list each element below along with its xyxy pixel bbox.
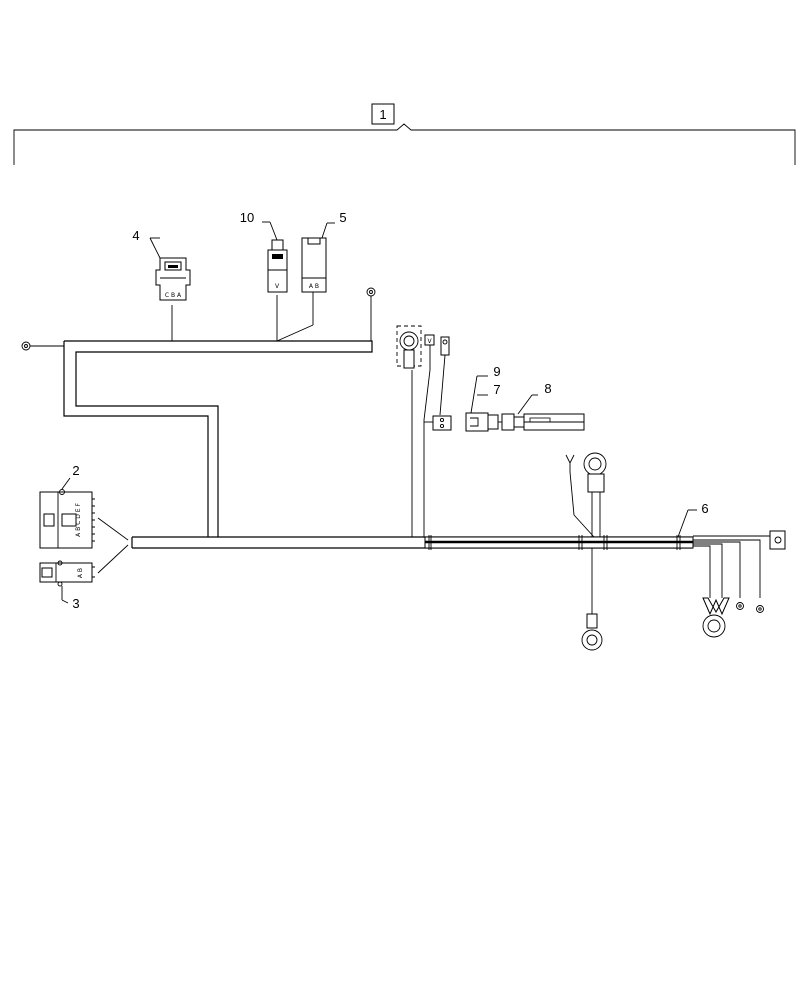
callout-7: 7 <box>493 382 500 397</box>
callout-8: 8 <box>544 381 551 396</box>
connector-7-9: 9 7 <box>465 364 502 432</box>
connector-5: A B 5 <box>301 210 347 293</box>
pin-label-connector-3: A B <box>77 568 84 578</box>
pin-label-connector-10: V <box>275 283 280 290</box>
upper-branch-harness <box>21 287 376 537</box>
upper-ring-branch <box>565 452 607 538</box>
pin-label-connector-4: C B A <box>165 292 182 299</box>
callout-6-group: 6 <box>677 501 709 538</box>
connector-2: A B C D E F 2 <box>39 463 129 549</box>
pin-label-connector-5: A B <box>309 283 319 290</box>
right-breakout <box>693 530 786 638</box>
callout-3: 3 <box>72 596 79 611</box>
connector-3: A B 3 <box>39 544 129 611</box>
callout-4: 4 <box>132 228 139 243</box>
connector-4: C B A 4 <box>132 228 191 301</box>
connector-10: V 10 <box>240 210 288 293</box>
lower-ring-terminal <box>581 548 603 651</box>
pin-label-connector-2: A B C D E F <box>75 503 82 537</box>
callout-2: 2 <box>72 463 79 478</box>
ring-terminal-branch: V <box>396 325 452 537</box>
connector-8: 8 <box>501 381 585 431</box>
callout-9: 9 <box>493 364 500 379</box>
callout-10: 10 <box>240 210 254 225</box>
svg-text:V: V <box>427 338 432 345</box>
connector-2-pins <box>92 498 95 542</box>
assembly-bracket: 1 <box>13 103 796 165</box>
callout-5: 5 <box>339 210 346 225</box>
main-trunk-harness <box>131 535 694 550</box>
callout-1: 1 <box>379 107 386 122</box>
callout-6: 6 <box>701 501 708 516</box>
